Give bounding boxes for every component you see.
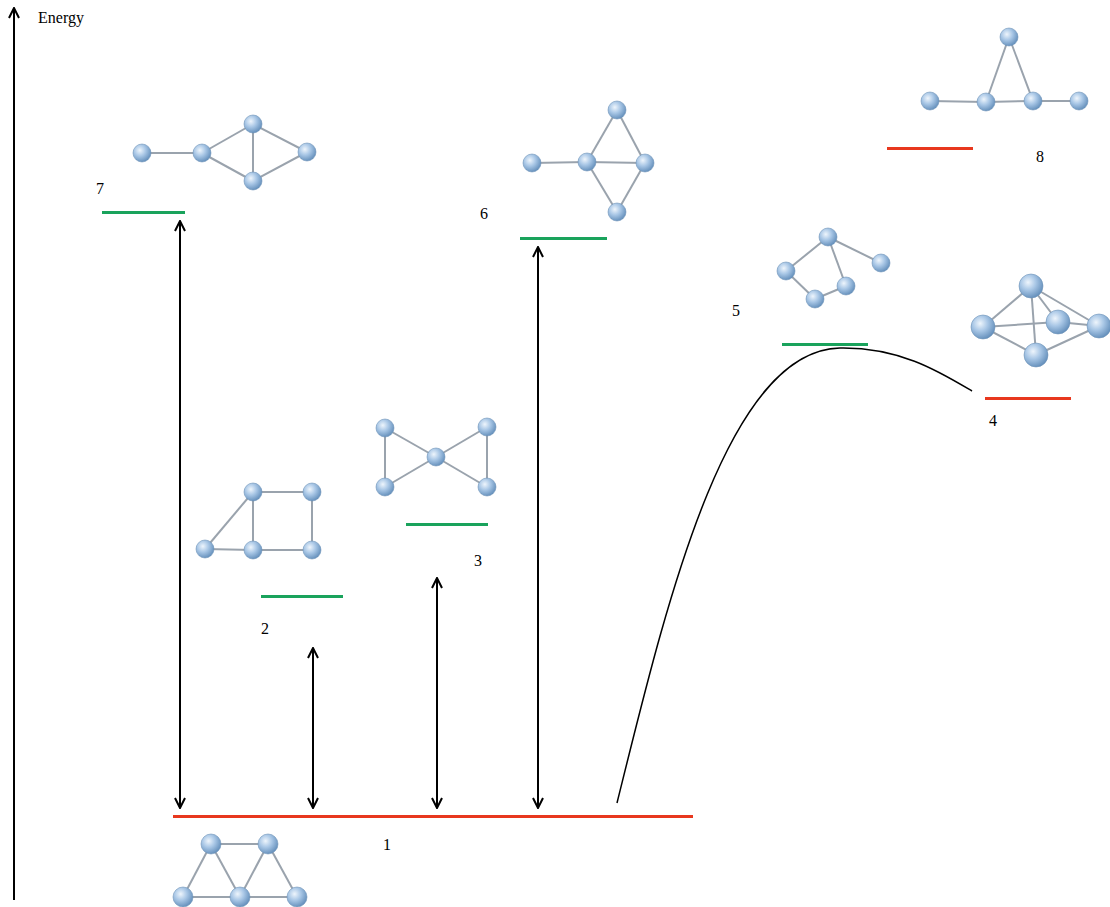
atom [921, 92, 939, 110]
axis-label: Energy [38, 9, 84, 27]
energy-level: 4 [983, 396, 1073, 434]
energy-level: 2 [259, 594, 345, 642]
energy-axis [13, 8, 15, 900]
atom [244, 541, 262, 559]
energy-level: 3 [404, 522, 490, 572]
cluster-molecule [921, 28, 1088, 111]
atom [133, 144, 151, 162]
cluster-molecule [173, 834, 307, 907]
bond [1009, 37, 1033, 101]
level-bar [173, 815, 693, 818]
atom [1087, 314, 1110, 338]
cluster-molecule [523, 101, 654, 221]
atom [287, 887, 307, 907]
atom [578, 153, 596, 171]
level-bar [782, 343, 868, 346]
level-number: 7 [96, 180, 104, 198]
atom [173, 887, 193, 907]
atom [244, 172, 262, 190]
atom [201, 834, 221, 854]
atom [1024, 343, 1048, 367]
level-bar [985, 397, 1071, 400]
atom [1070, 92, 1088, 110]
energy-gap-arrow [179, 221, 181, 808]
bond [205, 492, 253, 549]
energy-gap-arrow [312, 648, 314, 808]
energy-level: 8 [885, 146, 1050, 172]
level-bar [887, 147, 973, 150]
atom [837, 277, 855, 295]
atom [376, 419, 394, 437]
level-bar [261, 595, 343, 598]
atom [819, 228, 837, 246]
cluster-molecule [777, 228, 890, 308]
level-number: 3 [474, 552, 482, 570]
atom [608, 203, 626, 221]
cluster-molecule [196, 483, 321, 559]
atom [1046, 310, 1070, 334]
atom [1019, 274, 1043, 298]
atom [376, 478, 394, 496]
atom [478, 418, 496, 436]
bond [986, 37, 1009, 102]
atom [303, 541, 321, 559]
atom [196, 540, 214, 558]
level-number: 6 [480, 205, 488, 223]
atom [977, 93, 995, 111]
cluster-molecule [376, 418, 496, 496]
level-bar [406, 523, 488, 526]
cluster-molecule [971, 274, 1110, 367]
level-number: 8 [1036, 148, 1044, 166]
level-bar [102, 211, 185, 214]
atom [636, 154, 654, 172]
atom [478, 478, 496, 496]
atom [244, 115, 262, 133]
atom [303, 483, 321, 501]
atom [1024, 92, 1042, 110]
atom [244, 483, 262, 501]
atom [777, 262, 795, 280]
energy-level: 6 [478, 203, 609, 241]
atom [230, 887, 250, 907]
atom [193, 144, 211, 162]
atom [1000, 28, 1018, 46]
energy-level: 7 [96, 178, 188, 215]
cluster-molecule [133, 115, 316, 190]
level-number: 4 [989, 412, 997, 430]
atom [806, 290, 824, 308]
level-number: 5 [732, 302, 740, 320]
atom [872, 254, 890, 272]
atom [523, 154, 541, 172]
energy-level: 1 [173, 814, 693, 858]
atom [298, 143, 316, 161]
level-number: 2 [261, 620, 269, 638]
energy-gap-arrow [436, 578, 438, 808]
atom [427, 448, 445, 466]
level-number: 1 [383, 836, 391, 854]
level-bar [520, 237, 607, 240]
atom [258, 834, 278, 854]
energy-level: 5 [728, 300, 870, 347]
atom [608, 101, 626, 119]
energy-gap-arrow [537, 247, 539, 808]
atom [971, 315, 995, 339]
reaction-path [617, 348, 972, 803]
